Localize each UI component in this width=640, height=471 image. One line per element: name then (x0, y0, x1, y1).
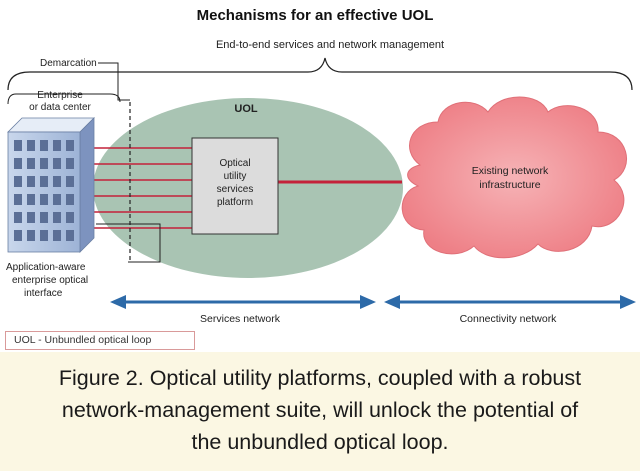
caption-background (0, 352, 640, 471)
diagram-title: Mechanisms for an effective UOL (197, 7, 434, 24)
enterprise-label-line1: Enterprise (37, 90, 83, 101)
platform-label-line1: Optical (219, 158, 250, 169)
caption-line-1: Figure 2. Optical utility platforms, cou… (58, 366, 582, 390)
app-aware-label-line3: interface (24, 288, 63, 299)
enterprise-building-icon (7, 117, 95, 253)
connectivity-network-label: Connectivity network (460, 313, 558, 325)
demarcation-label: Demarcation (40, 58, 97, 69)
platform-label-line3: services (217, 184, 254, 195)
platform-label-line2: utility (224, 171, 247, 182)
caption-line-3: the unbundled optical loop. (191, 430, 449, 454)
enterprise-label-line2: or data center (29, 102, 91, 113)
services-network-label: Services network (200, 313, 281, 325)
connectivity-network-arrow (384, 295, 636, 309)
diagram-canvas: Mechanisms for an effective UOL End-to-e… (6, 7, 636, 325)
enterprise-brace (7, 93, 121, 105)
existing-network-cloud (401, 96, 628, 259)
app-aware-leader (96, 223, 161, 263)
uol-label: UOL (234, 103, 258, 115)
enterprise-fiber-lines (92, 147, 192, 229)
uol-legend: UOL - Unbundled optical loop (5, 331, 195, 350)
services-network-arrow (110, 295, 376, 309)
end-to-end-brace (7, 57, 633, 91)
caption-line-2: network-management suite, will unlock th… (61, 398, 579, 422)
figure-caption: Figure 2. Optical utility platforms, cou… (0, 362, 640, 458)
optical-utility-platform-box (191, 137, 279, 235)
app-aware-label-line2: enterprise optical (12, 275, 88, 286)
existing-network-label-line1: Existing network (472, 165, 549, 177)
uol-diagram: Mechanisms for an effective UOL End-to-e… (6, 7, 636, 325)
app-aware-label-line1: Application-aware (6, 262, 86, 273)
demarcation-leader (98, 62, 130, 101)
platform-label-line4: platform (217, 197, 253, 208)
diagram-subtitle: End-to-end services and network manageme… (216, 39, 444, 51)
existing-network-label-line2: infrastructure (479, 179, 540, 191)
